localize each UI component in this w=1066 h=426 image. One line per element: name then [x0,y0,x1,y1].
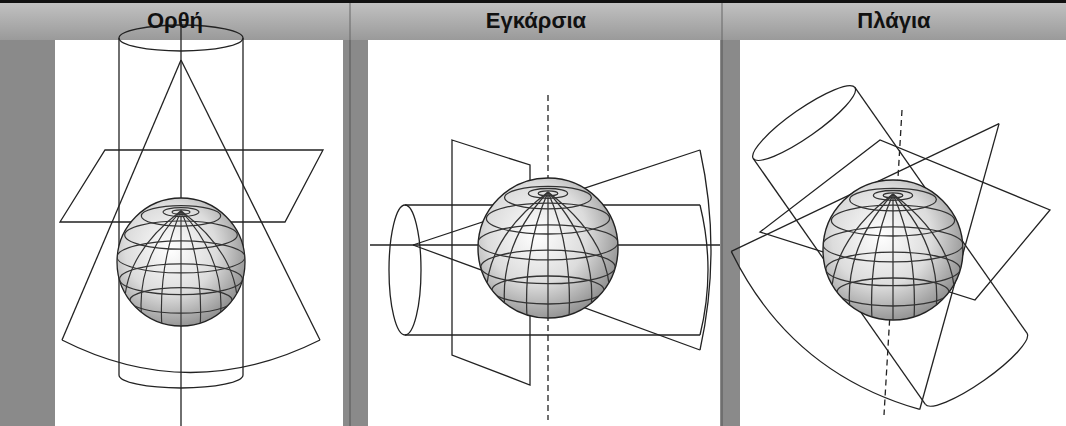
header-text: Ορθή [147,8,203,34]
column-header: Εγκάρσια [350,3,722,39]
header-text: Πλάγια [857,8,930,34]
column-header: Πλάγια [722,3,1066,39]
column-header: Ορθή [0,3,350,39]
header-text: Εγκάρσια [486,8,586,34]
